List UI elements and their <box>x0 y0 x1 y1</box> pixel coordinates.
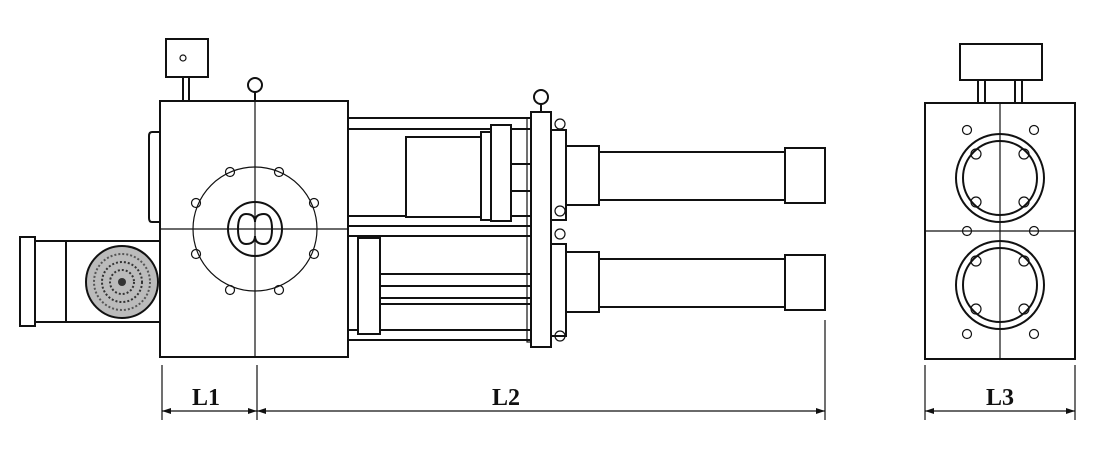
front-upper-port <box>955 124 1045 223</box>
lifting-eye-body <box>247 77 263 101</box>
upper-cylinder <box>348 117 826 227</box>
side-view <box>19 38 826 358</box>
front-heater-box <box>959 43 1043 81</box>
dimension-label-l2: L2 <box>492 385 520 411</box>
front-view <box>924 43 1076 360</box>
heater-box <box>165 38 209 101</box>
flange-plate <box>526 89 566 348</box>
main-body <box>148 100 349 358</box>
dimension-label-l1: L1 <box>192 385 220 411</box>
dimension-label-l3: L3 <box>986 385 1014 411</box>
front-lower-port <box>955 240 1045 340</box>
front-dimensions: L3 <box>924 365 1076 420</box>
inlet-pipe <box>19 236 160 327</box>
lower-cylinder <box>348 235 826 341</box>
side-dimensions: L1 L2 <box>161 320 826 420</box>
